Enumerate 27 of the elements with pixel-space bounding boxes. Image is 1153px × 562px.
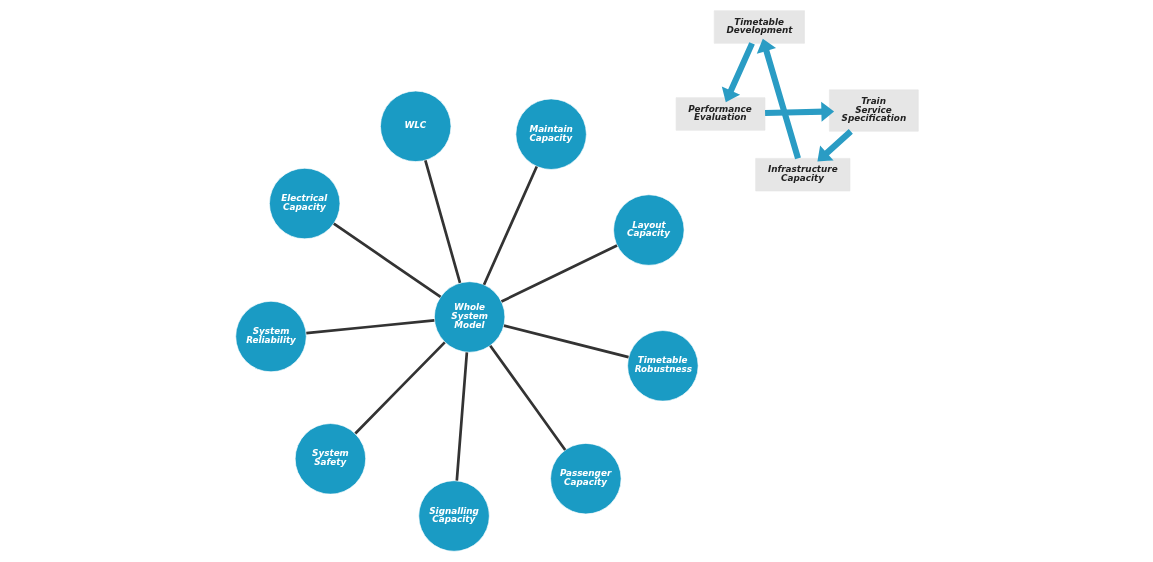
connector	[423, 160, 461, 284]
node-circle: System Safety	[294, 423, 366, 495]
arrow	[721, 42, 755, 103]
connector	[353, 341, 446, 435]
connector	[454, 352, 468, 481]
node-circle: Signalling Capacity	[417, 480, 490, 552]
connector	[488, 344, 566, 451]
node-circle: Whole System Model	[433, 281, 505, 353]
node-circle: Layout Capacity	[612, 194, 684, 266]
node-circle: Passenger Capacity	[549, 443, 621, 515]
node-circle: Maintain Capacity	[515, 98, 587, 170]
node-circle: Timetable Robustness	[626, 330, 698, 402]
arrow	[756, 38, 801, 160]
arrow	[764, 101, 834, 122]
connector	[500, 244, 618, 303]
connector	[503, 324, 629, 359]
connector	[332, 222, 441, 299]
node-circle: WLC	[379, 90, 451, 162]
connector	[482, 165, 538, 286]
connector	[305, 319, 434, 335]
arrow	[816, 129, 853, 162]
node-box: Timetable Development	[713, 10, 805, 44]
node-box: Performance Evaluation	[675, 97, 765, 131]
node-box: Train Service Specification	[828, 89, 919, 132]
node-circle: System Reliability	[234, 300, 307, 373]
node-box: Infrastructure Capacity	[754, 158, 850, 192]
node-circle: Electrical Capacity	[268, 167, 340, 240]
